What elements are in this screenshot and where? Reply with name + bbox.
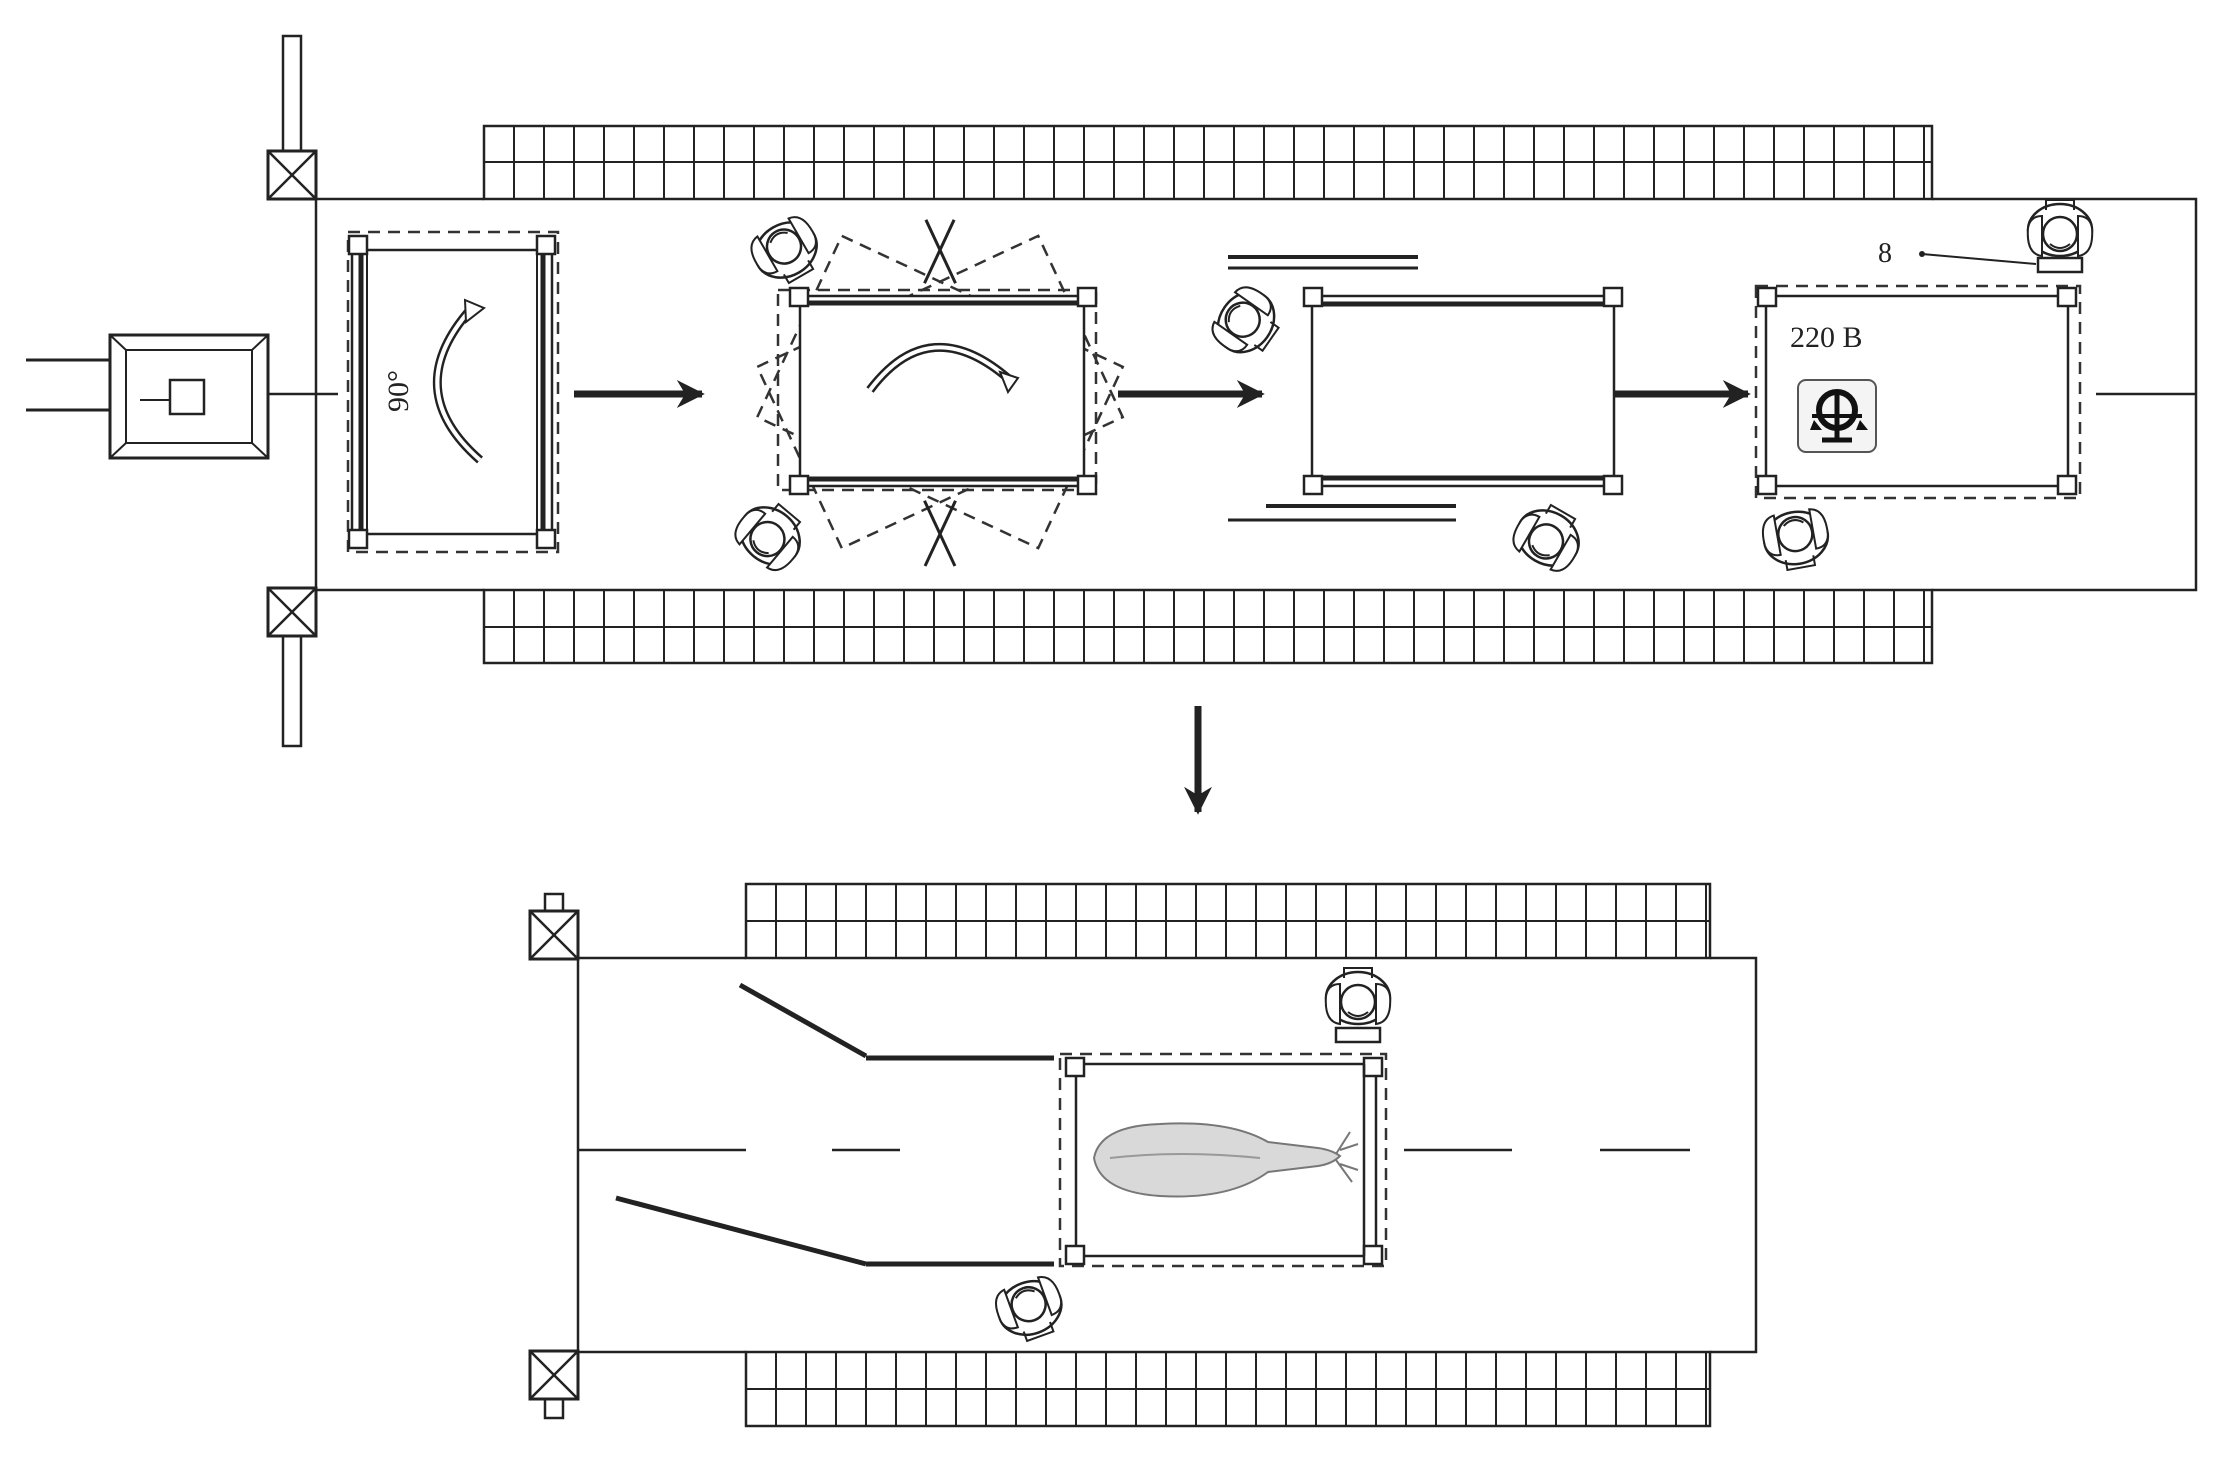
animal-carcass-icon: [1092, 1122, 1359, 1198]
voltage-label: 220 B: [1790, 321, 1863, 354]
bottom-processing-line: [528, 882, 1758, 1428]
station-rotating-cage: 90°: [346, 230, 560, 554]
callout-8: 8: [1878, 238, 2037, 269]
rotation-angle-label: 90°: [382, 370, 415, 412]
control-cabinet-icon: [26, 333, 316, 460]
bottom-lower-conveyor: [744, 1350, 1712, 1428]
scale-icon: [1797, 379, 1877, 453]
top-upper-conveyor: [482, 124, 1934, 201]
top-processing-line: 90°: [26, 34, 2198, 748]
callout-label: 8: [1878, 238, 1892, 269]
top-lower-conveyor: [482, 588, 1934, 665]
station-rotating-frame: [727, 210, 1125, 578]
station-carcass-table: [989, 966, 1392, 1349]
gate-icon: [266, 34, 318, 748]
station-stripping-table: [1204, 255, 1624, 578]
bottom-floor-outline: [576, 956, 1758, 1354]
funnel-guide-rails: [615, 982, 1054, 1267]
gate-icon: [528, 892, 580, 1420]
bottom-upper-conveyor: [744, 882, 1712, 960]
station-weighing: 220 B 8: [1754, 198, 2094, 575]
